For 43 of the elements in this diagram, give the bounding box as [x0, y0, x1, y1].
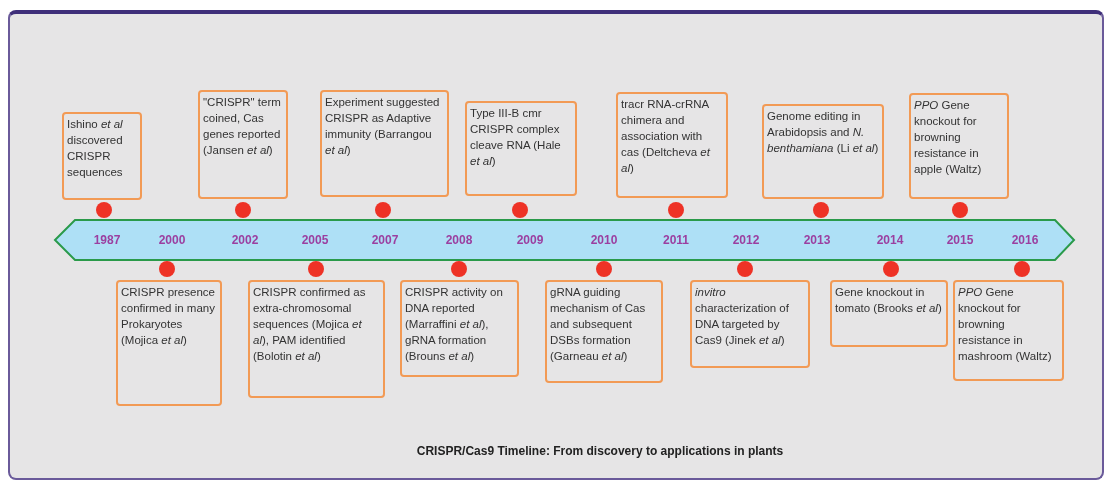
- year-label: 2012: [731, 233, 761, 247]
- event-box: [909, 93, 1009, 199]
- event-box: [400, 280, 519, 377]
- event-text: Genome editing in Arabidopsis and N. benthamiana (Li et al): [767, 109, 879, 156]
- event-text: PPO Gene knockout for browning resistance in mashroom (Waltz): [958, 285, 1053, 364]
- year-label: 2013: [802, 233, 832, 247]
- year-label: 2002: [230, 233, 260, 247]
- event-box: [953, 280, 1064, 381]
- event-text: Type III-B cmr CRISPR complex cleave RNA (Hale et al): [470, 106, 562, 169]
- year-label: 2008: [444, 233, 474, 247]
- event-text: tracr RNA-crRNA chimera and association with cas (Deltcheva et al): [621, 97, 712, 176]
- year-label: 2005: [300, 233, 330, 247]
- year-label: 2011: [661, 233, 690, 247]
- event-box: [116, 280, 222, 406]
- event-box: [320, 90, 449, 197]
- event-text: CRISPR activity on DNA reported (Marraffini et al), gRNA formation (Brouns et al): [405, 285, 504, 364]
- year-label: 1987: [92, 233, 122, 247]
- event-text: invitro characterization of DNA targeted by Cas9 (Jinek et al): [695, 285, 790, 348]
- event-box: [62, 112, 142, 200]
- year-label: 2000: [157, 233, 187, 247]
- event-text: CRISPR confirmed as extra-chromosomal sequences (Mojica et al), PAM identified (Bolotin et al): [253, 285, 367, 364]
- year-label: 2010: [589, 233, 619, 247]
- event-text: PPO Gene knockout for browning resistance in apple (Waltz): [914, 98, 983, 177]
- event-box: [465, 101, 577, 196]
- event-box: [762, 104, 884, 199]
- event-text: "CRISPR" term coined, Cas genes reported (Jansen et al): [203, 95, 282, 158]
- event-text: Gene knockout in tomato (Brooks et al): [835, 285, 943, 316]
- event-box: [690, 280, 810, 368]
- year-label: 2016: [1010, 233, 1040, 247]
- event-box: [830, 280, 948, 347]
- caption: CRISPR/Cas9 Timeline: From discovery to applications in plants: [415, 444, 785, 458]
- event-box: [616, 92, 728, 198]
- event-box: [198, 90, 288, 199]
- event-text: gRNA guiding mechanism of Cas and subsequent DSBs formation (Garneau et al): [550, 285, 647, 364]
- year-label: 2015: [945, 233, 975, 247]
- year-label: 2009: [515, 233, 545, 247]
- event-box: [248, 280, 385, 398]
- year-label: 2014: [875, 233, 905, 247]
- event-text: Experiment suggested CRISPR as Adaptive immunity (Barrangou et al): [325, 95, 441, 158]
- event-box: [545, 280, 663, 383]
- event-text: Ishino et al discovered CRISPR sequences: [67, 117, 124, 180]
- event-text: CRISPR presence confirmed in many Prokaryotes (Mojica et al): [121, 285, 216, 348]
- year-label: 2007: [370, 233, 400, 247]
